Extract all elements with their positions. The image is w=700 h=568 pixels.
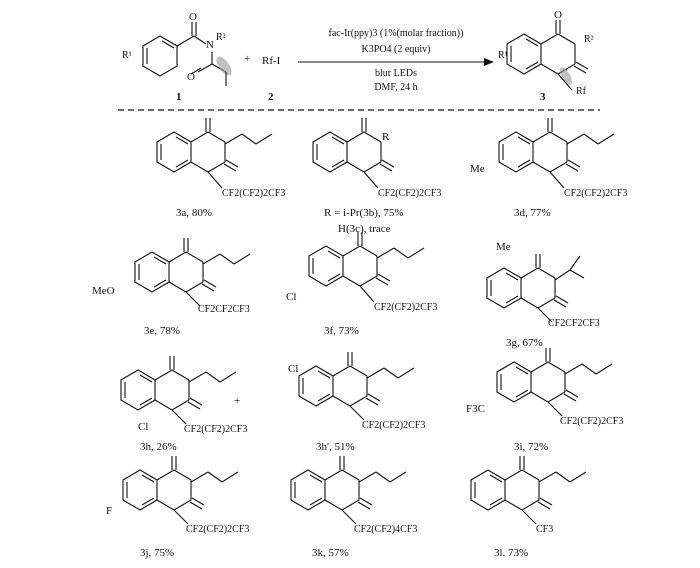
compound-3g: Me CF2CF2CF3 3g, 67%	[486, 241, 600, 349]
substituent-label: MeO	[92, 285, 115, 297]
substituent-label: Cl	[138, 421, 148, 433]
condition-light: blur LEDs	[375, 68, 417, 79]
r1-label: R¹	[122, 50, 132, 61]
chain-label: CF2(CF2)2CF3	[564, 188, 627, 199]
chain-label: CF2(CF2)2CF3	[186, 524, 249, 535]
product-id: 3	[540, 91, 546, 103]
chain-label: CF2(CF2)2CF3	[362, 420, 425, 431]
yield-label: 3i, 72%	[514, 441, 548, 453]
substituent-label: Cl	[288, 363, 298, 375]
substituent-label: Cl	[286, 291, 296, 303]
chain-label: CF2(CF2)4CF3	[354, 524, 417, 535]
chain-label: CF2(CF2)2CF3	[374, 302, 437, 313]
yield-label: 3h, 26%	[140, 441, 177, 453]
yield-label: 3l. 73%	[494, 547, 528, 559]
reactant-1: O N R² O R¹ 1	[122, 11, 232, 103]
compound-3h: Cl CF2(CF2)2CF3 3h, 26%	[120, 355, 247, 453]
r2-label: R²	[216, 32, 226, 43]
chain-label: CF2CF2CF3	[548, 318, 600, 329]
yield-label: 3k, 57%	[312, 547, 349, 559]
compound-3f: Cl CF2(CF2)2CF3 3f, 73%	[286, 231, 437, 337]
oxygen-label: O	[189, 11, 197, 23]
chain-label: CF2(CF2)2CF3	[378, 188, 441, 199]
compound-3a: CF2(CF2)2CF3 3a, 80%	[156, 117, 285, 219]
reaction-arrow	[298, 58, 494, 66]
yield-label: 3j, 75%	[140, 547, 174, 559]
compound-3e: MeO CF2CF2CF3 3e, 78%	[92, 237, 251, 337]
chain-label: CF2CF2CF3	[198, 304, 250, 315]
plus-sign: +	[234, 395, 240, 407]
yield-label: R = i-Pr(3b), 75%	[324, 207, 404, 219]
yield-label: 3e, 78%	[144, 325, 180, 337]
rf-label: Rf	[576, 86, 587, 97]
reactant-1-id: 1	[176, 91, 182, 103]
product-3: O R¹ R² Rf 3	[498, 9, 594, 103]
chain-label: CF2(CF2)2CF3	[560, 416, 623, 427]
yield-label: 3g, 67%	[506, 337, 543, 349]
condition-base: K3PO4 (2 equiv)	[362, 44, 431, 55]
yield-label: 3a, 80%	[176, 207, 212, 219]
yield-label: 3h', 51%	[316, 441, 355, 453]
reactant-2-formula: Rf-I	[262, 55, 281, 67]
compound-3h-prime: Cl CF2(CF2)2CF3 3h', 51%	[288, 351, 425, 453]
compound-3i: F3C CF2(CF2)2CF3 3i, 72%	[466, 347, 623, 453]
chain-label: CF3	[536, 524, 553, 535]
substituent-label: F3C	[466, 403, 485, 415]
condition-solvent: DMF, 24 h	[374, 82, 417, 93]
yield-label: 3f, 73%	[324, 325, 359, 337]
oxygen-label: O	[554, 9, 562, 21]
compound-3d: Me CF2(CF2)2CF3 3d, 77%	[470, 117, 627, 219]
yield-label: 3d, 77%	[514, 207, 551, 219]
compound-3l: CF3 3l. 73%	[470, 455, 587, 559]
reactant-2-id: 2	[268, 91, 274, 103]
yield-label-2: H(3c), trace	[338, 223, 391, 235]
compound-3k: CF2(CF2)4CF3 3k, 57%	[290, 455, 417, 559]
condition-catalyst: fac-Ir(ppy)3 (1%(molar fraction))	[329, 28, 464, 39]
substituent-label: R	[382, 131, 390, 143]
plus-sign: +	[244, 53, 250, 65]
r2-label: R²	[584, 34, 594, 45]
oxygen-label: O	[187, 71, 195, 83]
r1-label: R¹	[498, 50, 508, 61]
substituent-label: Me	[470, 163, 485, 175]
substituent-label: Me	[496, 241, 511, 253]
nitrogen-label: N	[206, 39, 214, 51]
chain-label: CF2(CF2)2CF3	[184, 424, 247, 435]
chain-label: CF2(CF2)2CF3	[222, 188, 285, 199]
compound-3b: R CF2(CF2)2CF3 R = i-Pr(3b), 75% H(3c), …	[312, 117, 441, 235]
compound-3j: F CF2(CF2)2CF3 3j, 75%	[106, 455, 249, 559]
substituent-label: F	[106, 505, 112, 517]
